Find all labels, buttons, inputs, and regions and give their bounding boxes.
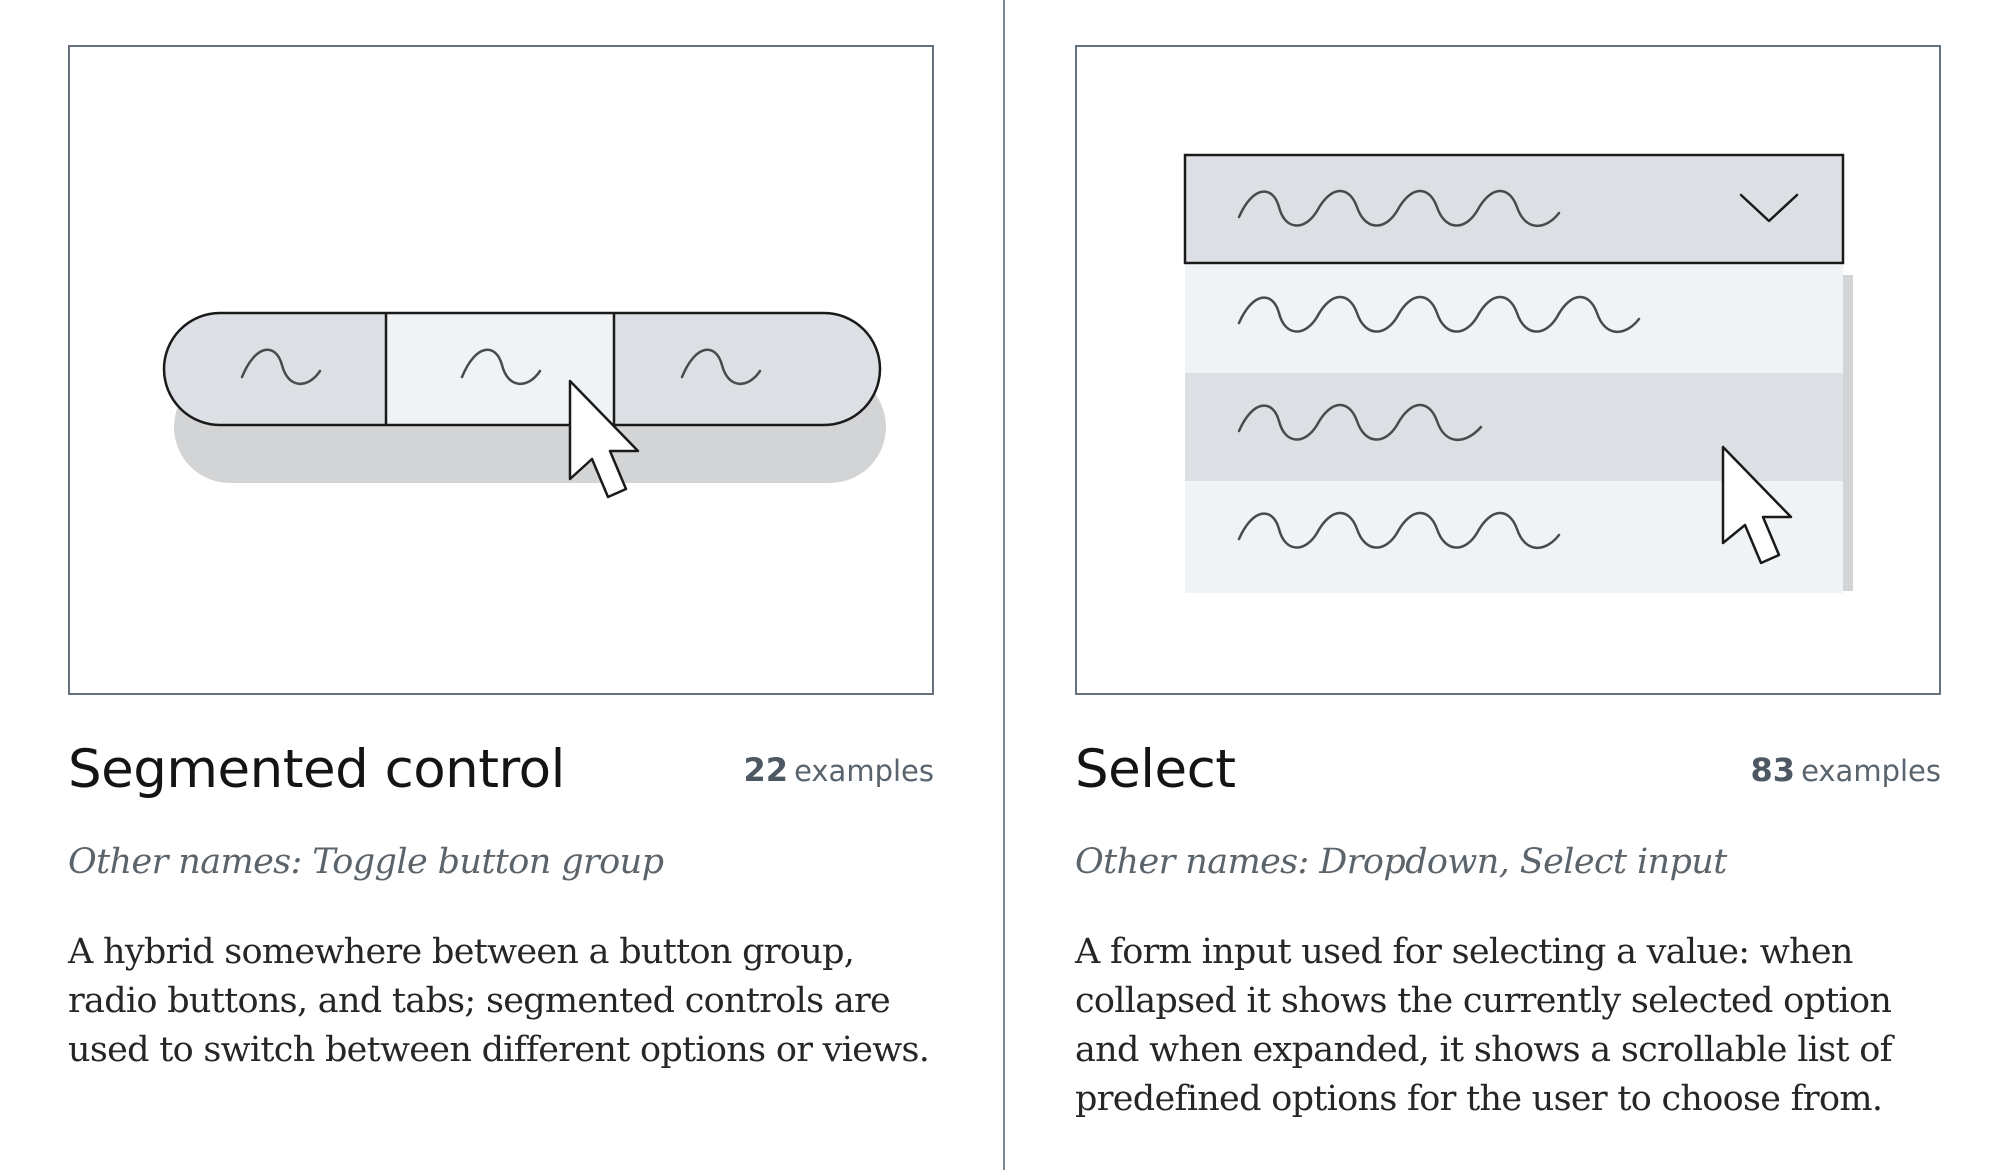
segment-right bbox=[614, 313, 880, 425]
dropdown-option-2-highlighted bbox=[1185, 373, 1843, 483]
other-names: Other names: Dropdown, Select input bbox=[1075, 842, 1727, 882]
segmented-control-outline bbox=[162, 311, 882, 427]
select-diagram bbox=[1183, 153, 1853, 593]
component-title: Select bbox=[1075, 739, 1236, 800]
segmented-control-diagram bbox=[162, 311, 886, 499]
segment-left bbox=[164, 313, 386, 425]
component-description: A hybrid somewhere between a button grou… bbox=[68, 932, 930, 1070]
pointer-cursor-icon bbox=[1721, 445, 1793, 565]
squiggle-placeholder-option-3 bbox=[1237, 511, 1561, 550]
example-count-unit: examples bbox=[794, 754, 934, 788]
select-illustration bbox=[1075, 45, 1941, 695]
other-names: Other names: Toggle button group bbox=[68, 842, 664, 882]
squiggle-placeholder-1 bbox=[240, 348, 322, 386]
squiggle-placeholder-3 bbox=[680, 348, 762, 386]
pointer-cursor-icon bbox=[568, 379, 640, 499]
example-count-unit: examples bbox=[1801, 754, 1941, 788]
squiggle-placeholder-option-1 bbox=[1237, 295, 1641, 334]
squiggle-placeholder-2 bbox=[460, 348, 542, 386]
dropdown-option-1 bbox=[1185, 265, 1843, 379]
example-count-number: 22 bbox=[743, 751, 789, 789]
segmented-control-illustration bbox=[68, 45, 934, 695]
example-count-number: 83 bbox=[1750, 751, 1796, 789]
squiggle-placeholder-option-2 bbox=[1237, 403, 1483, 442]
column-divider bbox=[1003, 0, 1005, 1170]
squiggle-placeholder-selected bbox=[1237, 189, 1561, 228]
chevron-down-icon bbox=[1739, 193, 1799, 223]
component-title: Segmented control bbox=[68, 739, 565, 800]
select-field bbox=[1183, 153, 1845, 265]
component-description: A form input used for selecting a value:… bbox=[1075, 932, 1893, 1119]
